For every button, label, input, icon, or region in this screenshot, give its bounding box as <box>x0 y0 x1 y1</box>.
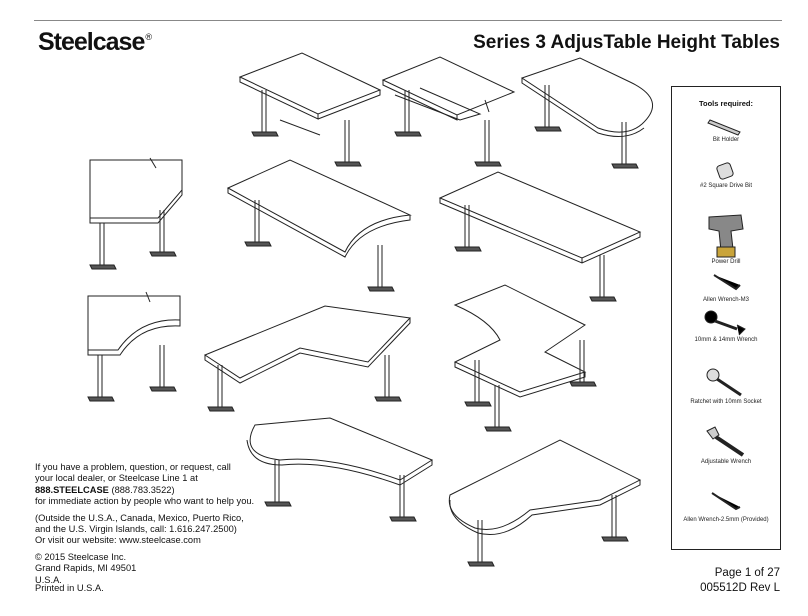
contact-line: and the U.S. Virgin Islands, call: 1.616… <box>35 524 237 535</box>
printed-in: Printed in U.S.A. <box>35 583 104 593</box>
tool-small-allen-wrench: Allen Wrench-2.5mm (Provided) <box>672 487 780 524</box>
tools-title: Tools required: <box>698 99 754 108</box>
adjustable-wrench-icon <box>706 426 745 457</box>
table-corner-curved <box>87 291 181 402</box>
table-curved-front <box>226 159 412 292</box>
table-peninsula <box>246 417 434 522</box>
table-l-shape-1 <box>203 305 412 412</box>
tools-required-panel: Tools required: Bit Holder #2 Square Dri… <box>671 86 781 550</box>
combination-wrench-icon <box>704 310 746 336</box>
page-number: Page 1 of 27 <box>714 567 780 579</box>
tool-ratchet: Ratchet with 10mm Socket <box>672 365 780 406</box>
copyright: © 2015 Steelcase Inc. <box>35 551 127 562</box>
contact-info: If you have a problem, question, or requ… <box>35 462 285 586</box>
address-country: U.S.A. <box>35 574 62 585</box>
table-rectangular-1 <box>238 52 382 167</box>
contact-line: If you have a problem, question, or requ… <box>35 462 231 472</box>
phone-number: (888.783.3522) <box>108 484 175 495</box>
tool-adjustable-wrench: Adjustable Wrench <box>672 425 780 466</box>
small-allen-wrench-icon <box>711 492 741 511</box>
table-corner-small <box>89 157 183 270</box>
tool-power-drill: Power Drill <box>672 207 780 266</box>
table-l-shape-2 <box>453 284 597 432</box>
contact-line: (Outside the U.S.A., Canada, Mexico, Pue… <box>35 512 244 523</box>
contact-line: your local dealer, or Steelcase Line 1 a… <box>35 473 198 484</box>
power-drill-icon <box>708 214 744 258</box>
tool-bit-holder: Bit Holder <box>672 115 780 144</box>
table-rectangular-2 <box>438 171 642 302</box>
contact-line: for immediate action by people who want … <box>35 496 255 507</box>
table-l-shape-3 <box>448 439 642 567</box>
tool-allen-wrench-m3: Allen Wrench-M3 <box>672 271 780 304</box>
table-split-top <box>381 56 516 167</box>
ratchet-icon <box>706 368 742 397</box>
allen-wrench-icon <box>713 274 741 291</box>
phone-bold: 888.STEELCASE <box>35 484 109 495</box>
tool-combination-wrench: 10mm & 14mm Wrench <box>672 309 780 344</box>
square-drive-bit-icon <box>716 162 734 180</box>
document-id: 005512D Rev L <box>700 582 780 594</box>
website-link[interactable]: Or visit our website: www.steelcase.com <box>35 535 201 546</box>
table-d-end <box>520 57 653 169</box>
tool-square-drive-bit: #2 Square Drive Bit <box>672 161 780 190</box>
bit-holder-icon <box>707 119 741 136</box>
page-footer: Page 1 of 27 005512D Rev L <box>700 566 780 596</box>
steelcase-logo: Steelcase® <box>38 28 152 56</box>
header-rule <box>34 20 782 21</box>
contact-phone: 888.STEELCASE (888.783.3522) <box>35 485 285 496</box>
address-city: Grand Rapids, MI 49501 <box>35 563 137 574</box>
page-title: Series 3 AdjusTable Height Tables <box>473 32 780 53</box>
